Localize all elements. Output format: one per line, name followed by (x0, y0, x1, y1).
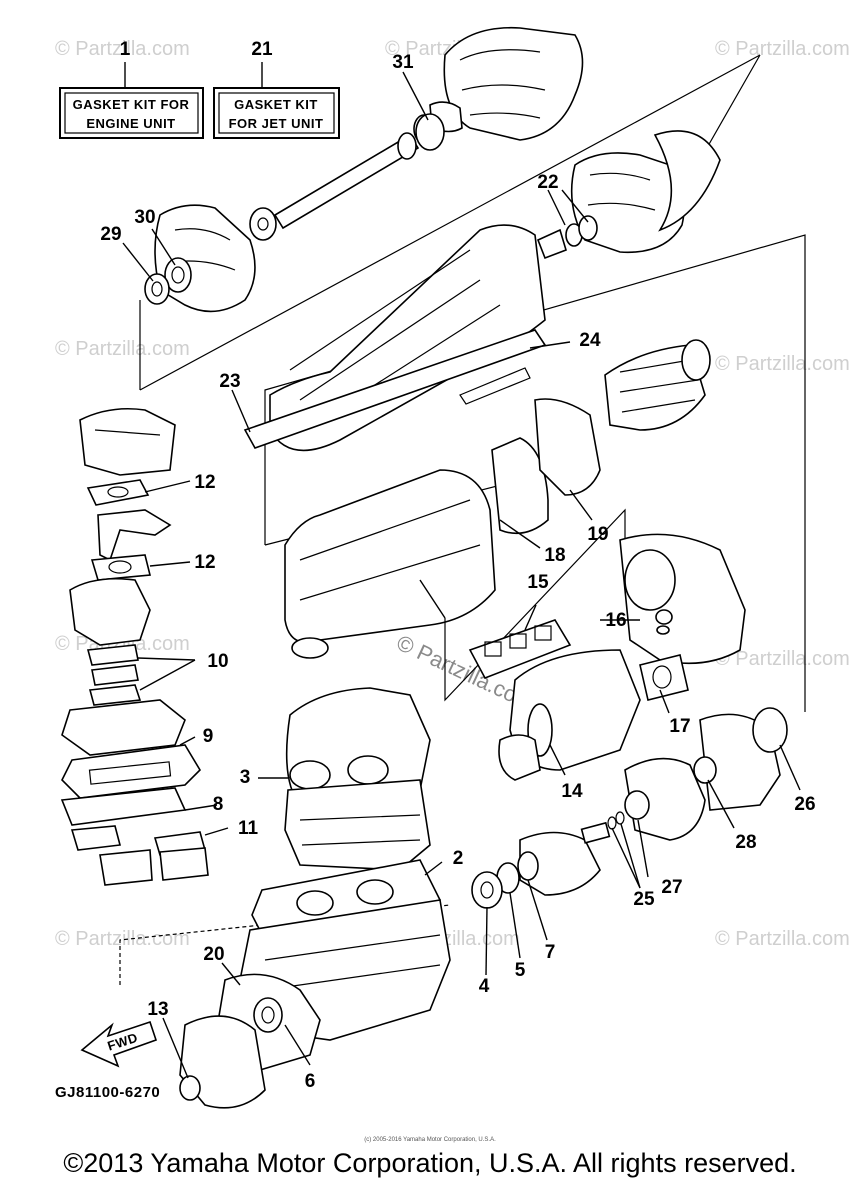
jet-pump-assembly (144, 26, 721, 313)
drawing-code: GJ81100-6270 (55, 1084, 160, 1101)
svg-text:© Partzilla.com: © Partzilla.com (715, 928, 850, 950)
intake-assembly (60, 407, 209, 886)
footer-copyright: ©2013 Yamaha Motor Corporation, U.S.A. A… (63, 1148, 797, 1178)
svg-text:1: 1 (120, 39, 131, 60)
callout-13: 13 (147, 999, 168, 1020)
svg-text:GASKET KIT FOR: GASKET KIT FOR (73, 97, 190, 112)
jet-group-frame (139, 54, 761, 391)
leader-lines (122, 71, 801, 1079)
callout-24: 24 (579, 330, 601, 351)
callout-7: 7 (545, 942, 556, 963)
svg-text:© Partzilla.com: © Partzilla.com (55, 38, 190, 60)
drive-coupling (471, 821, 611, 909)
small-copyright-notice: (c) 2005-2016 Yamaha Motor Corporation, … (364, 1137, 496, 1143)
svg-text:21: 21 (251, 39, 273, 60)
callout-4: 4 (479, 976, 490, 997)
callout-19: 19 (587, 524, 608, 545)
gasket-kit-engine-label: GASKET KIT FOR ENGINE UNIT 1 (59, 39, 204, 139)
svg-text:© Partzilla.com: © Partzilla.com (55, 338, 190, 360)
callout-27: 27 (661, 877, 682, 898)
callout-12-upper: 12 (194, 472, 215, 493)
callout-12-lower: 12 (194, 552, 215, 573)
callout-20: 20 (203, 944, 224, 965)
callout-22: 22 (537, 172, 558, 193)
callout-18: 18 (544, 545, 565, 566)
callout-6: 6 (305, 1071, 316, 1092)
callout-25: 25 (633, 889, 655, 910)
callout-5: 5 (515, 960, 526, 981)
callout-11: 11 (238, 818, 259, 839)
callout-28: 28 (735, 832, 756, 853)
svg-text:© Partzilla.com: © Partzilla.com (55, 928, 190, 950)
svg-text:FOR JET UNIT: FOR JET UNIT (229, 116, 324, 131)
fwd-arrow: FWD (80, 1020, 158, 1068)
svg-text:© Partzilla.com: © Partzilla.com (715, 353, 850, 375)
callout-15: 15 (527, 572, 549, 593)
callout-10: 10 (207, 651, 228, 672)
exhaust-manifold (468, 533, 788, 841)
callout-31: 31 (392, 52, 414, 73)
callout-29: 29 (100, 224, 121, 245)
svg-text:ENGINE UNIT: ENGINE UNIT (86, 116, 175, 131)
svg-text:© Partzilla.com: © Partzilla.com (715, 648, 850, 670)
engine-block (239, 687, 451, 1041)
callout-17: 17 (669, 716, 690, 737)
callout-14: 14 (561, 781, 583, 802)
svg-text:GASKET KIT: GASKET KIT (234, 97, 318, 112)
callout-numbers: 31 22 30 29 24 23 12 12 10 9 3 8 11 2 18… (100, 52, 815, 1092)
gasket-kit-jet-label: GASKET KIT FOR JET UNIT 21 (213, 39, 340, 139)
callout-8: 8 (213, 794, 224, 815)
callout-23: 23 (219, 371, 240, 392)
svg-text:© Partzilla.com: © Partzilla.com (715, 38, 850, 60)
callout-3: 3 (240, 767, 251, 788)
callout-9: 9 (203, 726, 214, 747)
crankcase-cover (179, 973, 321, 1109)
callout-2: 2 (453, 848, 464, 869)
callout-30: 30 (134, 207, 155, 228)
callout-26: 26 (794, 794, 815, 815)
callout-16: 16 (605, 610, 626, 631)
exhaust-chamber (243, 224, 711, 659)
